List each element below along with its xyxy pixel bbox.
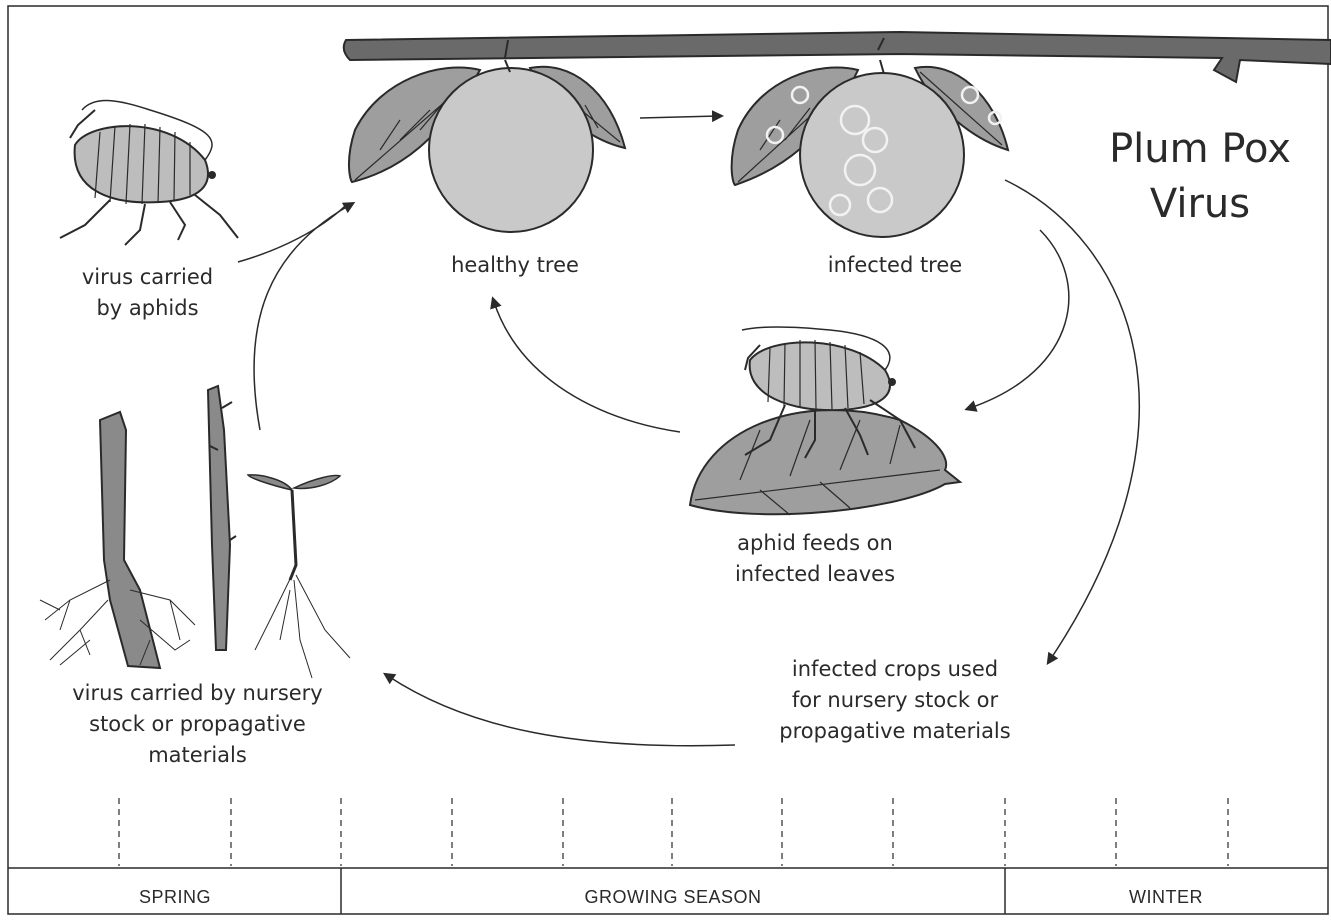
diagram-title: Plum Pox Virus <box>1080 122 1320 232</box>
label-virus-nursery-line-1: virus carried by nursery <box>50 678 345 709</box>
infected-fruit-illustration <box>732 60 1008 237</box>
label-infected-crops-line-1: infected crops used <box>760 654 1030 685</box>
arrow-infected-to-crops <box>1005 180 1139 660</box>
arrow-healthy-to-infected <box>640 116 718 118</box>
aphid-on-leaf-illustration <box>690 327 960 515</box>
label-infected-tree: infected tree <box>795 250 995 281</box>
season-winter: WINTER <box>1005 880 1327 914</box>
title-line-1: Plum Pox <box>1080 122 1320 177</box>
season-spring: SPRING <box>9 880 341 914</box>
season-growing: GROWING SEASON <box>341 880 1005 914</box>
title-line-2: Virus <box>1080 177 1320 232</box>
label-virus-aphids-line-1: virus carried <box>55 262 240 293</box>
label-aphid-feeds-line-1: aphid feeds on <box>700 528 930 559</box>
cycle-arrows <box>238 116 1139 746</box>
label-virus-aphids: virus carried by aphids <box>55 262 240 324</box>
label-virus-nursery: virus carried by nursery stock or propag… <box>50 678 345 771</box>
arrow-crops-to-nursery <box>388 676 735 746</box>
aphid-illustration-left <box>60 101 238 245</box>
label-virus-nursery-line-3: materials <box>50 740 345 771</box>
arrow-aphid-to-healthy <box>494 302 680 432</box>
label-infected-crops: infected crops used for nursery stock or… <box>760 654 1030 747</box>
healthy-fruit-illustration <box>349 60 625 232</box>
label-infected-crops-line-3: propagative materials <box>760 716 1030 747</box>
label-virus-nursery-line-2: stock or propagative <box>50 709 345 740</box>
label-aphid-feeds-line-2: infected leaves <box>700 559 930 590</box>
label-virus-aphids-line-2: by aphids <box>55 293 240 324</box>
label-aphid-feeds: aphid feeds on infected leaves <box>700 528 930 590</box>
label-healthy-tree: healthy tree <box>420 250 610 281</box>
month-dividers <box>119 798 1228 866</box>
nursery-stock-illustration <box>40 386 350 678</box>
arrow-nursery-to-aphids <box>254 205 350 430</box>
label-infected-crops-line-2: for nursery stock or <box>760 685 1030 716</box>
